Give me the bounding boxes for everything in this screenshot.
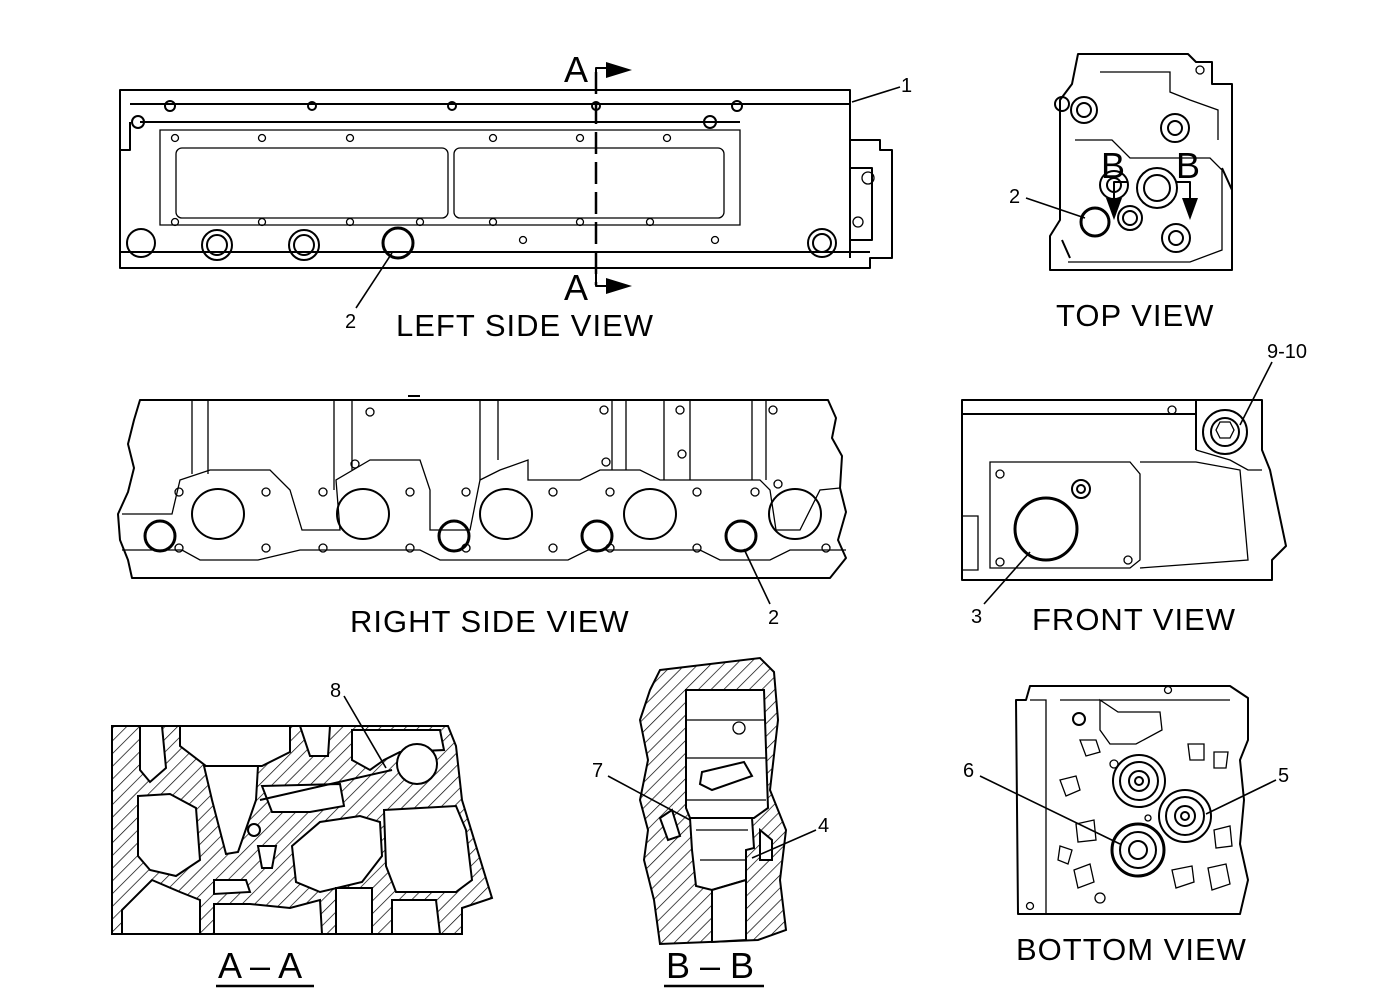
right-side-small-holes xyxy=(174,405,831,553)
left-plugs xyxy=(126,226,837,261)
section-b-left-arrow xyxy=(1113,181,1128,200)
section-b-b-view: 7 4 B – B xyxy=(592,656,829,988)
callout-2-right-side: 2 xyxy=(768,607,779,629)
callout-6: 6 xyxy=(963,760,974,782)
right-side-plugs xyxy=(143,519,758,553)
section-a-a-view: 8 A – A xyxy=(111,680,494,988)
right-side-exhaust-ports xyxy=(191,488,822,540)
bottom-view: 6 5 BOTTOM VIEW xyxy=(963,685,1289,967)
callout-8: 8 xyxy=(330,680,341,702)
section-a-top-label: A xyxy=(564,49,588,90)
section-b-b-title: B – B xyxy=(666,945,754,986)
left-top-bolt-holes xyxy=(131,100,743,129)
callout-2-left-side: 2 xyxy=(345,311,356,333)
section-a-bottom-arrow xyxy=(595,274,608,287)
top-view: B B 2 TOP VIEW xyxy=(1009,53,1233,333)
right-side-view-title: RIGHT SIDE VIEW xyxy=(350,604,630,639)
callout-2-top-view: 2 xyxy=(1009,186,1020,208)
bottom-view-ports xyxy=(1025,685,1233,911)
section-b-left-label: B xyxy=(1101,145,1125,186)
left-flange-holes xyxy=(170,133,875,245)
left-side-view-title: LEFT SIDE VIEW xyxy=(396,308,654,343)
callout-5: 5 xyxy=(1278,765,1289,787)
front-view-title: FRONT VIEW xyxy=(1032,602,1236,637)
left-side-view: A A 1 2 LEFT SIDE VIEW xyxy=(119,49,912,343)
front-view: 3 9-10 FRONT VIEW xyxy=(961,341,1307,637)
bottom-view-title: BOTTOM VIEW xyxy=(1016,932,1247,967)
section-a-top-arrow xyxy=(595,67,608,76)
callout-3: 3 xyxy=(971,606,982,628)
section-b-right-label: B xyxy=(1176,145,1200,186)
section-a-bottom-label: A xyxy=(564,267,588,308)
top-view-title: TOP VIEW xyxy=(1056,298,1214,333)
callout-4: 4 xyxy=(818,815,829,837)
callout-9-10: 9-10 xyxy=(1267,341,1307,363)
right-side-view: 2 RIGHT SIDE VIEW xyxy=(117,395,847,639)
callout-1: 1 xyxy=(901,75,912,97)
section-a-a-title: A – A xyxy=(218,945,302,986)
section-b-right-arrow xyxy=(1176,181,1191,200)
bottom-view-injector-seats xyxy=(1110,754,1212,878)
callout-7: 7 xyxy=(592,760,603,782)
